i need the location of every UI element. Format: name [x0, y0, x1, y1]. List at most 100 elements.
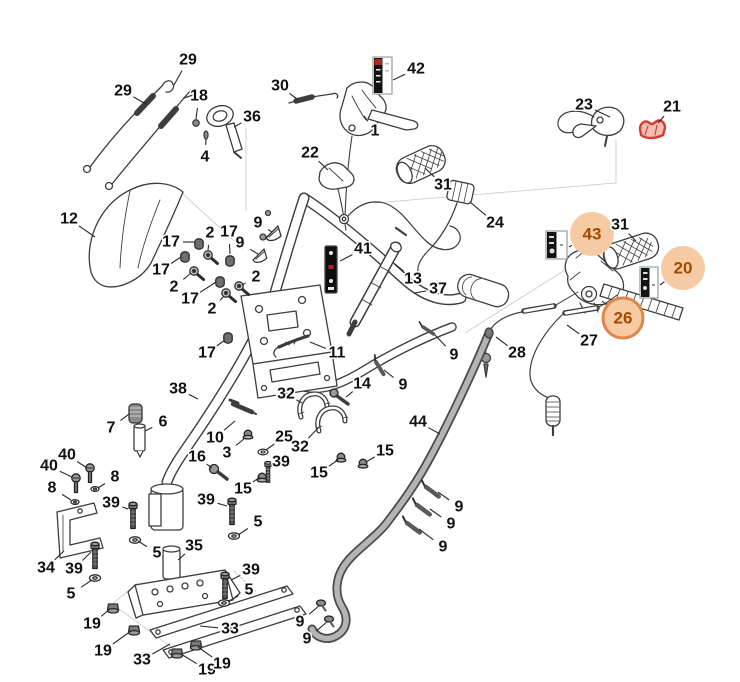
callout-36[interactable]: 36: [233, 107, 263, 128]
callout-10[interactable]: 10: [205, 420, 236, 448]
callout-2[interactable]: 2: [241, 267, 262, 287]
part-number[interactable]: 3: [221, 443, 233, 463]
part-number[interactable]: 9: [252, 213, 264, 233]
callout-9[interactable]: 9: [301, 620, 329, 649]
part-number[interactable]: 44: [408, 412, 429, 432]
callout-19[interactable]: 19: [197, 646, 233, 674]
callout-9[interactable]: 9: [434, 334, 460, 365]
callout-9[interactable]: 9: [294, 604, 321, 632]
part-number[interactable]: 36: [242, 107, 263, 127]
highlight-circle[interactable]: [661, 246, 705, 290]
callout-40[interactable]: 40: [39, 456, 73, 478]
part-number[interactable]: 9: [301, 629, 313, 649]
callout-6[interactable]: 6: [144, 412, 169, 432]
part-number[interactable]: 25: [274, 427, 295, 447]
callout-2[interactable]: 2: [204, 223, 216, 251]
part-number[interactable]: 11: [327, 343, 347, 363]
part-number[interactable]: 1: [369, 121, 381, 141]
part-number[interactable]: 43: [583, 225, 602, 244]
part-number[interactable]: 16: [187, 447, 208, 467]
callout-24[interactable]: 24: [469, 201, 506, 233]
part-number[interactable]: 34: [36, 558, 57, 578]
part-number[interactable]: 39: [196, 490, 217, 510]
callout-19[interactable]: 19: [82, 608, 111, 634]
part-number[interactable]: 33: [220, 619, 241, 639]
callout-12[interactable]: 12: [59, 209, 96, 238]
callout-15[interactable]: 15: [309, 459, 339, 483]
callout-14[interactable]: 14: [345, 374, 373, 398]
part-number[interactable]: 7: [105, 418, 117, 438]
callout-39[interactable]: 39: [230, 560, 262, 581]
callout-2[interactable]: 2: [206, 295, 225, 319]
callout-2[interactable]: 2: [168, 272, 192, 297]
highlight-circle[interactable]: [570, 212, 614, 256]
part-number[interactable]: 2: [250, 267, 262, 287]
part-number[interactable]: 5: [243, 580, 255, 600]
callout-31[interactable]: 31: [424, 167, 454, 195]
callout-3[interactable]: 3: [221, 437, 246, 463]
callout-17[interactable]: 17: [197, 339, 226, 363]
callout-44[interactable]: 44: [408, 412, 441, 435]
callout-8[interactable]: 8: [97, 467, 121, 489]
callout-15[interactable]: 15: [233, 476, 261, 499]
part-number[interactable]: 27: [579, 331, 600, 351]
part-number[interactable]: 39: [101, 493, 122, 513]
callout-19[interactable]: 19: [93, 630, 132, 661]
callout-39[interactable]: 39: [196, 490, 228, 510]
part-number[interactable]: 41: [353, 239, 374, 259]
part-number[interactable]: 6: [157, 412, 169, 432]
part-number[interactable]: 2: [204, 223, 216, 243]
callout-1[interactable]: 1: [363, 115, 381, 141]
callout-5[interactable]: 5: [65, 579, 93, 604]
part-number[interactable]: 18: [189, 86, 210, 106]
callout-29[interactable]: 29: [113, 81, 147, 105]
part-number[interactable]: 17: [219, 222, 240, 242]
part-number[interactable]: 9: [234, 233, 246, 253]
part-number[interactable]: 28: [507, 343, 528, 363]
part-number[interactable]: 21: [662, 97, 683, 117]
part-number[interactable]: 32: [290, 437, 311, 457]
part-number[interactable]: 35: [184, 536, 205, 556]
part-number[interactable]: 2: [206, 299, 218, 319]
part-number[interactable]: 9: [445, 514, 457, 534]
part-number[interactable]: 4: [199, 147, 211, 167]
callout-39[interactable]: 39: [101, 493, 129, 513]
callout-17[interactable]: 17: [161, 232, 194, 252]
callout-8[interactable]: 8: [46, 478, 72, 501]
part-number[interactable]: 19: [212, 654, 233, 674]
part-number[interactable]: 17: [161, 232, 182, 252]
part-number[interactable]: 8: [46, 478, 58, 498]
callout-34[interactable]: 34: [36, 550, 65, 578]
part-number[interactable]: 19: [197, 660, 218, 680]
callout-27[interactable]: 27: [566, 324, 600, 351]
part-number[interactable]: 31: [433, 175, 454, 195]
part-number[interactable]: 39: [271, 452, 292, 472]
callout-25[interactable]: 25: [265, 427, 295, 451]
callout-17[interactable]: 17: [151, 256, 182, 280]
callout-22[interactable]: 22: [300, 143, 329, 171]
part-number[interactable]: 9: [453, 497, 465, 517]
callout-30[interactable]: 30: [270, 76, 298, 100]
callout-17[interactable]: 17: [180, 281, 217, 309]
part-number[interactable]: 40: [57, 445, 78, 465]
callout-33[interactable]: 33: [199, 619, 241, 639]
callout-32[interactable]: 32: [290, 426, 320, 457]
part-number[interactable]: 9: [294, 612, 306, 632]
callout-40[interactable]: 40: [57, 445, 88, 469]
part-number[interactable]: 10: [205, 428, 226, 448]
callout-16[interactable]: 16: [187, 447, 213, 469]
part-number[interactable]: 15: [309, 463, 330, 483]
callout-18[interactable]: 18: [189, 86, 210, 120]
part-number[interactable]: 38: [168, 379, 189, 399]
part-number[interactable]: 29: [113, 81, 134, 101]
part-number[interactable]: 9: [437, 537, 449, 557]
callout-20[interactable]: 20: [659, 246, 705, 290]
part-number[interactable]: 17: [180, 289, 201, 309]
callout-9[interactable]: 9: [383, 369, 409, 395]
callout-13[interactable]: 13: [394, 263, 424, 289]
callout-38[interactable]: 38: [168, 379, 199, 400]
callout-26[interactable]: 26: [601, 296, 645, 340]
callout-11[interactable]: 11: [309, 341, 347, 363]
callout-39[interactable]: 39: [270, 452, 292, 472]
part-number[interactable]: 9: [448, 345, 460, 365]
